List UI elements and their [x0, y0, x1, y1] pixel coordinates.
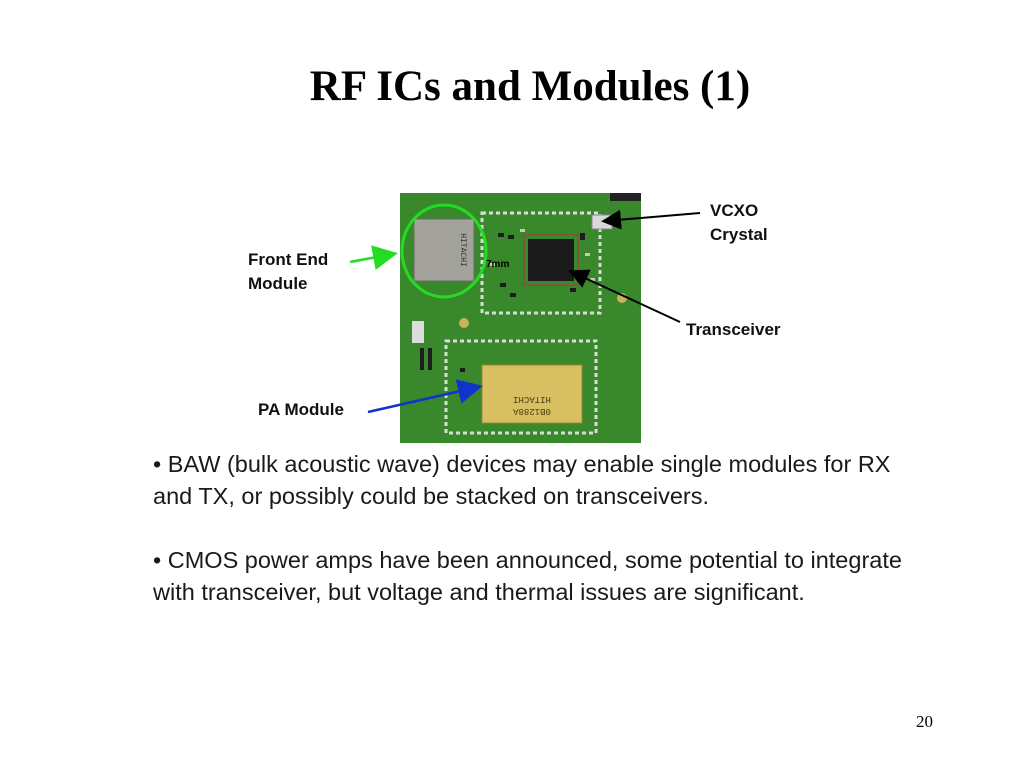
front-end-label-line1: Front End: [248, 250, 329, 269]
vcxo-label: VCXO Crystal: [710, 199, 768, 247]
vcxo-label-line1: VCXO: [710, 201, 759, 220]
page-number: 20: [916, 712, 933, 731]
bullet-list: • BAW (bulk acoustic wave) devices may e…: [153, 448, 933, 640]
pa-module-label: PA Module: [258, 400, 344, 419]
bullet-text: CMOS power amps have been announced, som…: [153, 547, 902, 605]
front-end-arrow: [349, 245, 398, 270]
vcxo-label-line2: Crystal: [710, 225, 768, 244]
bullet-text: BAW (bulk acoustic wave) devices may ena…: [153, 451, 891, 509]
front-end-module-label: Front End Module: [248, 248, 328, 296]
bullet-item: • CMOS power amps have been announced, s…: [153, 547, 902, 605]
svg-text:0B1288A: 0B1288A: [513, 406, 551, 416]
svg-text:7mm: 7mm: [486, 259, 509, 270]
bullet-item: • BAW (bulk acoustic wave) devices may e…: [153, 451, 891, 509]
front-end-label-line2: Module: [248, 274, 308, 293]
svg-text:HITACHI: HITACHI: [458, 233, 467, 267]
transceiver-label: Transceiver: [686, 320, 781, 339]
svg-text:HITACHI: HITACHI: [513, 394, 551, 404]
circuit-board-photo: HITACHI 7mm HITACHI 0B1288A: [400, 193, 641, 443]
slide-title: RF ICs and Modules (1): [309, 63, 751, 110]
